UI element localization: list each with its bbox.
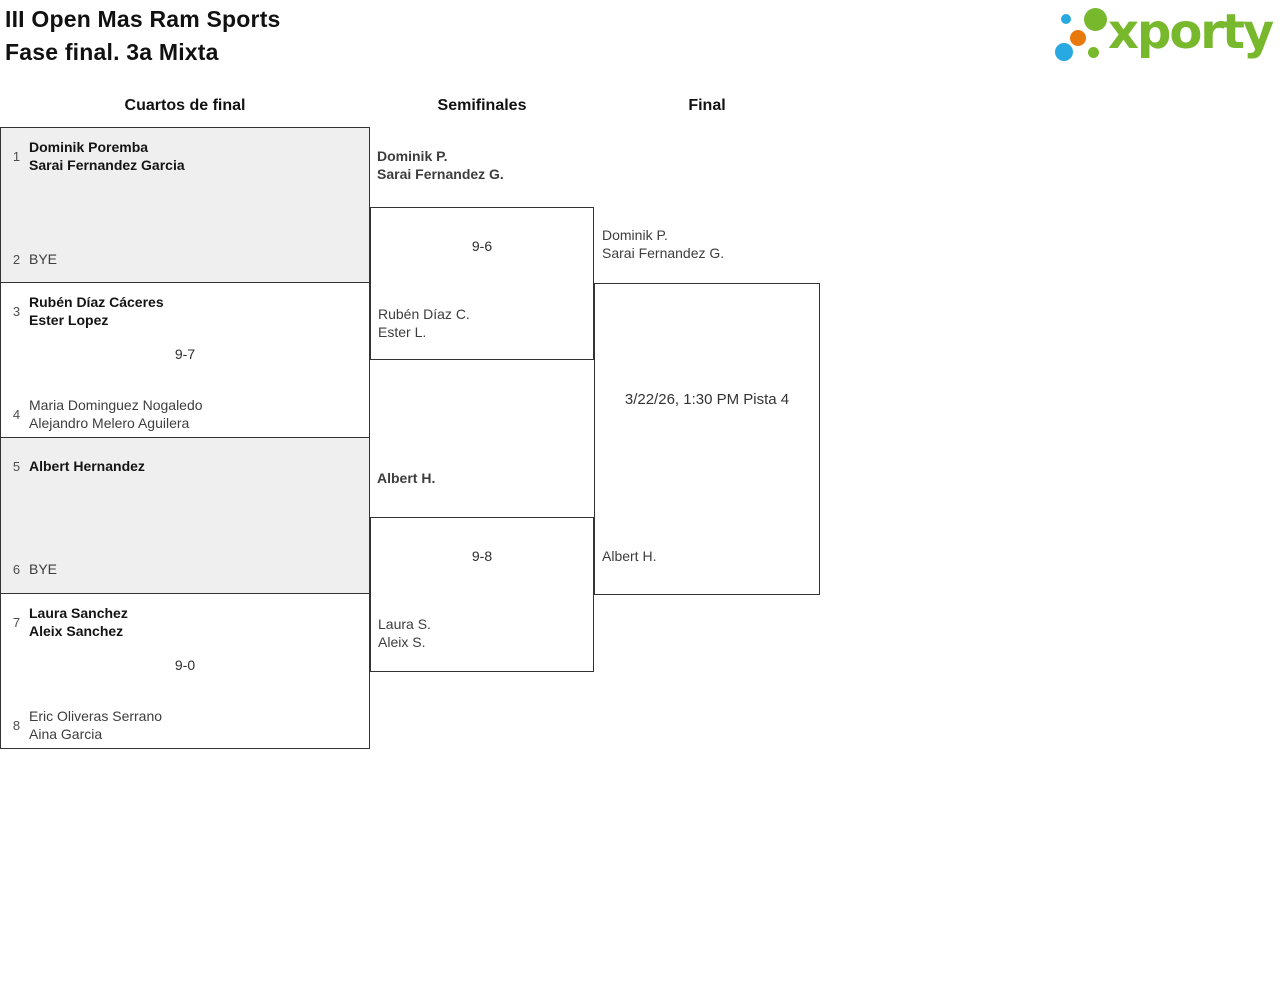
match-final[interactable] [594, 283, 820, 595]
tournament-title: III Open Mas Ram Sports [5, 6, 281, 32]
match-score: 9-6 [471, 238, 493, 254]
seed-number: 8 [12, 717, 21, 733]
match-score: 9-7 [174, 346, 196, 362]
participant-name: Dominik P. Sarai Fernandez G. [602, 227, 725, 261]
round-header-cuartos: Cuartos de final [124, 97, 246, 114]
match-score: 9-0 [174, 657, 196, 673]
match-sf1[interactable]: 9-6 Rubén Díaz C. Ester L. [370, 207, 594, 360]
round-header-final: Final [688, 97, 726, 114]
round-header-semifinales: Semifinales [437, 97, 527, 114]
participant-name: Albert H. [602, 548, 657, 564]
participant-slot: 7 Laura Sanchez Aleix Sanchez [1, 600, 369, 644]
xporty-logo: xporty [1050, 0, 1280, 78]
participant-slot: 6 BYE [1, 547, 369, 591]
participant-name: BYE [29, 561, 58, 577]
logo-dot-blue-small-icon [1061, 14, 1071, 24]
match-sf2[interactable]: 9-8 Laura S. Aleix S. [370, 517, 594, 672]
participant-slot: 3 Rubén Díaz Cáceres Ester Lopez [1, 289, 369, 333]
participant-slot: 4 Maria Dominguez Nogaledo Alejandro Mel… [1, 392, 369, 436]
participant-name: Albert H. [377, 470, 436, 486]
match-schedule: 3/22/26, 1:30 PM Pista 4 [624, 391, 790, 408]
participant-name: Laura S. Aleix S. [378, 616, 431, 650]
match-qf1[interactable]: 1 Dominik Poremba Sarai Fernandez Garcia… [0, 127, 370, 283]
participant-name: Maria Dominguez Nogaledo Alejandro Meler… [29, 397, 203, 431]
match-qf2[interactable]: 3 Rubén Díaz Cáceres Ester Lopez 9-7 4 M… [0, 283, 370, 438]
logo-wordmark: xporty [1108, 4, 1274, 60]
participant-slot: 5 Albert Hernandez [1, 444, 369, 488]
participant-name: Dominik P. Sarai Fernandez G. [377, 148, 504, 182]
logo-dot-blue-large-icon [1055, 43, 1073, 61]
participant-slot: 1 Dominik Poremba Sarai Fernandez Garcia [1, 134, 369, 178]
tournament-title-block: III Open Mas Ram Sports Fase final. 3a M… [5, 3, 281, 69]
participant-name: Dominik Poremba Sarai Fernandez Garcia [29, 139, 185, 173]
participant-name: BYE [29, 251, 58, 267]
logo-dot-green-small-icon [1088, 47, 1099, 58]
match-qf3[interactable]: 5 Albert Hernandez 6 BYE [0, 438, 370, 594]
seed-number: 7 [12, 614, 21, 630]
logo-dot-green-large-icon [1084, 8, 1107, 31]
participant-slot: 2 BYE [1, 237, 369, 281]
seed-number: 4 [12, 406, 21, 422]
seed-number: 2 [12, 251, 21, 267]
seed-number: 3 [12, 303, 21, 319]
logo-dot-orange-icon [1070, 30, 1086, 46]
participant-name: Rubén Díaz C. Ester L. [378, 306, 470, 340]
seed-number: 5 [12, 458, 21, 474]
participant-name: Albert Hernandez [29, 458, 145, 474]
seed-number: 6 [12, 561, 21, 577]
tournament-subtitle: Fase final. 3a Mixta [5, 39, 219, 65]
participant-name: Laura Sanchez Aleix Sanchez [29, 605, 128, 639]
participant-slot: 8 Eric Oliveras Serrano Aina Garcia [1, 703, 369, 747]
match-qf4[interactable]: 7 Laura Sanchez Aleix Sanchez 9-0 8 Eric… [0, 594, 370, 749]
participant-name: Eric Oliveras Serrano Aina Garcia [29, 708, 163, 742]
seed-number: 1 [12, 148, 21, 164]
match-score: 9-8 [471, 548, 493, 564]
participant-name: Rubén Díaz Cáceres Ester Lopez [29, 294, 164, 328]
